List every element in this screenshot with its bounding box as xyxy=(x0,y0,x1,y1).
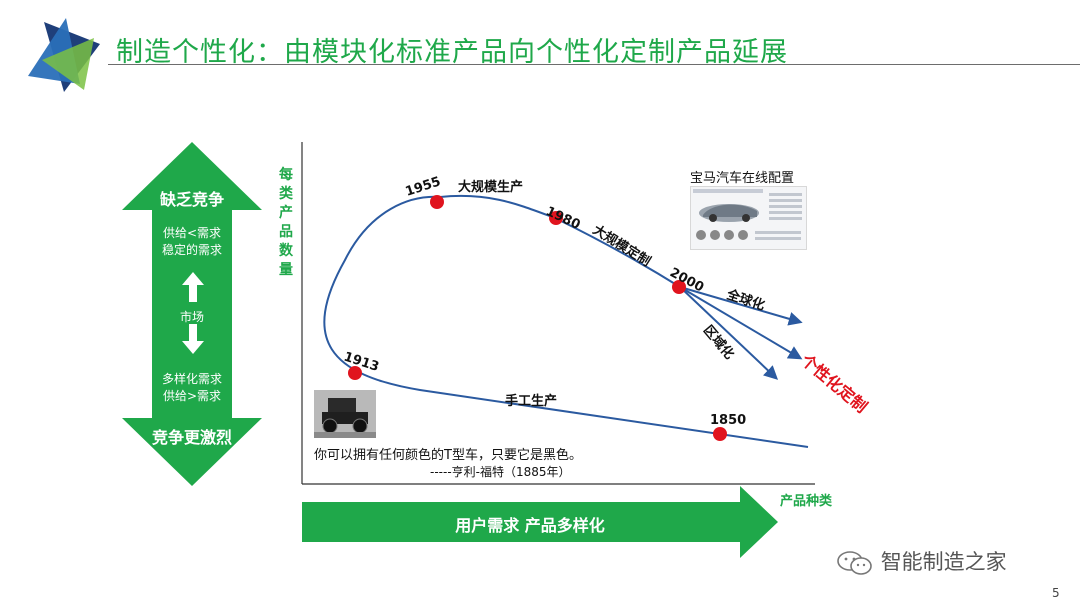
label-1980: 1980 xyxy=(543,204,582,233)
watermark: 智能制造之家 xyxy=(836,546,1007,576)
x-axis-label: 产品种类 xyxy=(780,490,832,509)
ford-quote: 你可以拥有任何颜色的T型车，只要它是黑色。 xyxy=(314,444,582,463)
label-globalization: 全球化 xyxy=(724,286,767,314)
bmw-configurator-image xyxy=(690,186,807,250)
label-1850: 1850 xyxy=(710,413,746,428)
label-mass-customization: 大规模定制 xyxy=(590,222,654,270)
page-number: 5 xyxy=(1052,586,1060,600)
quote-attribution: -----亨利-福特（1885年） xyxy=(430,463,571,480)
label-personalized: 个性化定制 xyxy=(797,350,871,417)
point-1955 xyxy=(430,195,444,209)
bmw-caption: 宝马汽车在线配置 xyxy=(690,167,794,186)
bottom-arrow-label: 用户需求 产品多样化 xyxy=(300,512,760,536)
label-handcraft: 手工生产 xyxy=(505,390,557,409)
y-axis-label: 每类产品数量 xyxy=(276,166,296,280)
watermark-text: 智能制造之家 xyxy=(881,550,1007,574)
wechat-icon xyxy=(836,550,874,576)
label-regionalization: 区域化 xyxy=(700,322,737,362)
label-mass-production: 大规模生产 xyxy=(458,176,523,195)
model-t-photo xyxy=(314,390,376,438)
point-1850 xyxy=(713,427,727,441)
